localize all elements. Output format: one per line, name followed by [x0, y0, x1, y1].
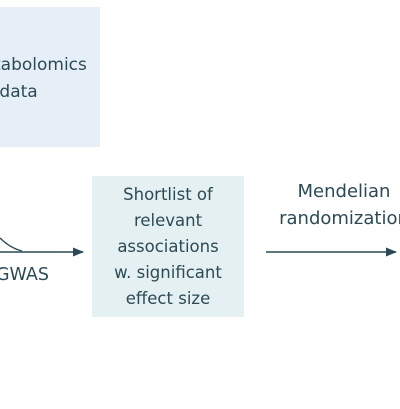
gwas-curve-decoration [0, 237, 23, 252]
metabolomics-data-node [0, 7, 100, 147]
shortlist-node [92, 176, 244, 317]
mendelian-randomization-label: Mendelian randomization [279, 181, 400, 229]
shortlist-label: Shortlist of relevant associations w. si… [114, 185, 222, 308]
metabolomics-data-label: tabolomics data [0, 55, 87, 102]
gwas-label: GWAS [0, 265, 49, 285]
